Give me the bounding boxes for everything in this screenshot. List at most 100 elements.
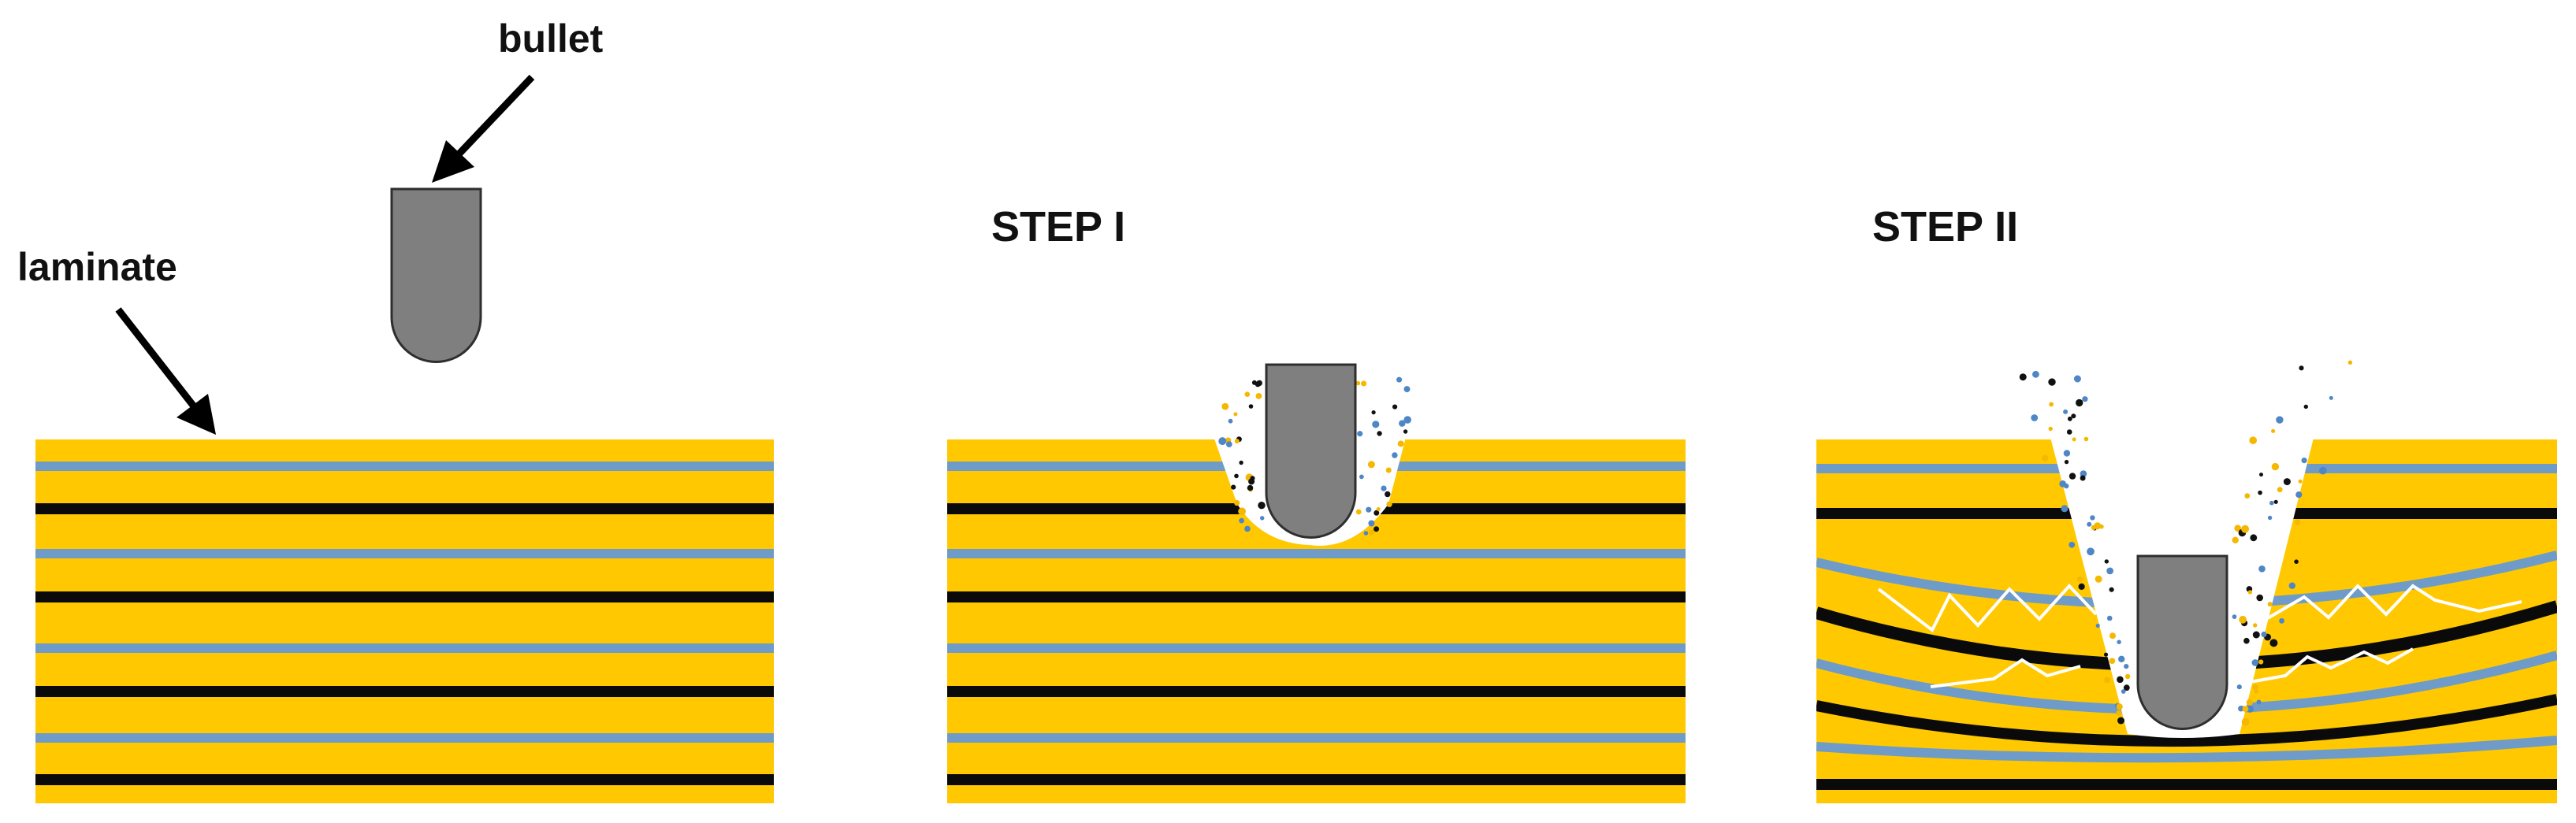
debris-particle [2232,536,2239,543]
fiber-layers [35,462,774,785]
debris-particle [2329,395,2333,400]
debris-particle [2259,473,2263,477]
debris-particle [2269,500,2274,506]
debris-particle [2256,699,2262,705]
debris-particle [2298,479,2303,484]
debris-particle [2258,490,2262,495]
debris-particle [2124,664,2129,669]
debris-particle [2234,525,2241,532]
debris-particle [2347,360,2353,365]
debris-particle [2048,426,2053,432]
debris-particle [2103,652,2109,657]
panel-initial: bullet laminate [17,17,774,803]
debris-particle [2269,639,2278,647]
debris-particle [1239,460,1243,465]
debris-particle [2066,429,2072,435]
debris-particle [1234,473,1239,479]
debris-particle [2059,480,2067,487]
debris-particle [2294,559,2299,564]
debris-particle [2073,375,2081,383]
bullet-label: bullet [498,17,604,61]
debris-particle [1392,404,1398,410]
laminate-label: laminate [17,245,177,289]
debris-particle [2236,684,2242,690]
debris-particle [2246,705,2254,713]
debris-particle [2267,602,2273,607]
debris-particle [2118,655,2125,662]
debris-particle [1218,437,1227,446]
debris-particle [2080,470,2087,477]
debris-particle [2247,590,2253,595]
bullet-shape [2136,554,2228,730]
debris-particle [2261,631,2267,638]
debris-particle [1385,491,1391,498]
debris-particle [2295,491,2303,499]
debris-particle [1233,412,1238,417]
debris-particle [1363,531,1369,536]
bullet-arrow [432,74,535,183]
debris-particle [1239,517,1244,524]
step-2-title: STEP II [1872,203,2018,250]
debris-particle [2249,436,2257,444]
debris-particle [2271,428,2276,433]
debris-particle [2077,576,2083,583]
debris-particle [1357,431,1363,437]
debris-particle [2117,639,2121,644]
debris-particles [2019,360,2353,726]
debris-particle [2252,631,2260,639]
debris-particle [2238,706,2244,712]
debris-particle [1234,439,1240,444]
debris-particle [1228,418,1233,424]
debris-particle [1377,431,1382,436]
panel-step-2: STEP II [1816,203,2557,803]
debris-particle [1244,391,1251,398]
debris-particle [1359,474,1364,480]
debris-particle [2095,575,2102,583]
debris-particle [2094,522,2102,530]
bullet-shape [1265,363,1357,539]
debris-particle [1403,416,1411,424]
debris-particle [1260,516,1265,521]
debris-particle [2099,524,2104,529]
debris-particle [2069,541,2076,548]
debris-particle [1399,420,1406,427]
debris-particle [2277,487,2283,493]
debris-particle [1221,402,1229,410]
debris-particle [2106,567,2114,575]
debris-particle [2090,515,2095,521]
debris-particle [2258,565,2266,573]
laminate-block [1816,439,2557,803]
debris-particle [2041,454,2049,462]
debris-particle [2124,673,2131,680]
debris-particle [2241,717,2250,726]
debris-particle [1373,510,1380,516]
debris-particle [2061,505,2069,513]
debris-particle [1361,380,1367,387]
debris-particle [2254,689,2258,694]
debris-particle [1371,410,1376,415]
debris-particle [2049,402,2054,407]
debris-particle [1355,509,1362,515]
debris-particle [2299,365,2304,371]
debris-particle [2251,659,2259,666]
debris-particle [1248,404,1254,409]
debris-particle [2063,409,2069,414]
debris-particle [2117,717,2124,725]
debris-particle [2109,587,2114,592]
debris-particle [1366,506,1372,513]
debris-particle [2232,614,2237,619]
debris-particle [2082,396,2088,402]
debris-particle [1373,526,1380,532]
debris-particle [1369,529,1375,536]
laminate-arrow [115,307,216,435]
laminate-block [35,439,774,803]
debris-particle [2031,414,2039,421]
debris-particle [1381,485,1387,491]
debris-particle [2032,370,2039,378]
debris-particle [1367,461,1375,469]
debris-particle [2117,676,2124,684]
debris-particle [2243,637,2250,644]
debris-particle [1238,507,1246,516]
step-1-title: STEP I [991,203,1125,250]
